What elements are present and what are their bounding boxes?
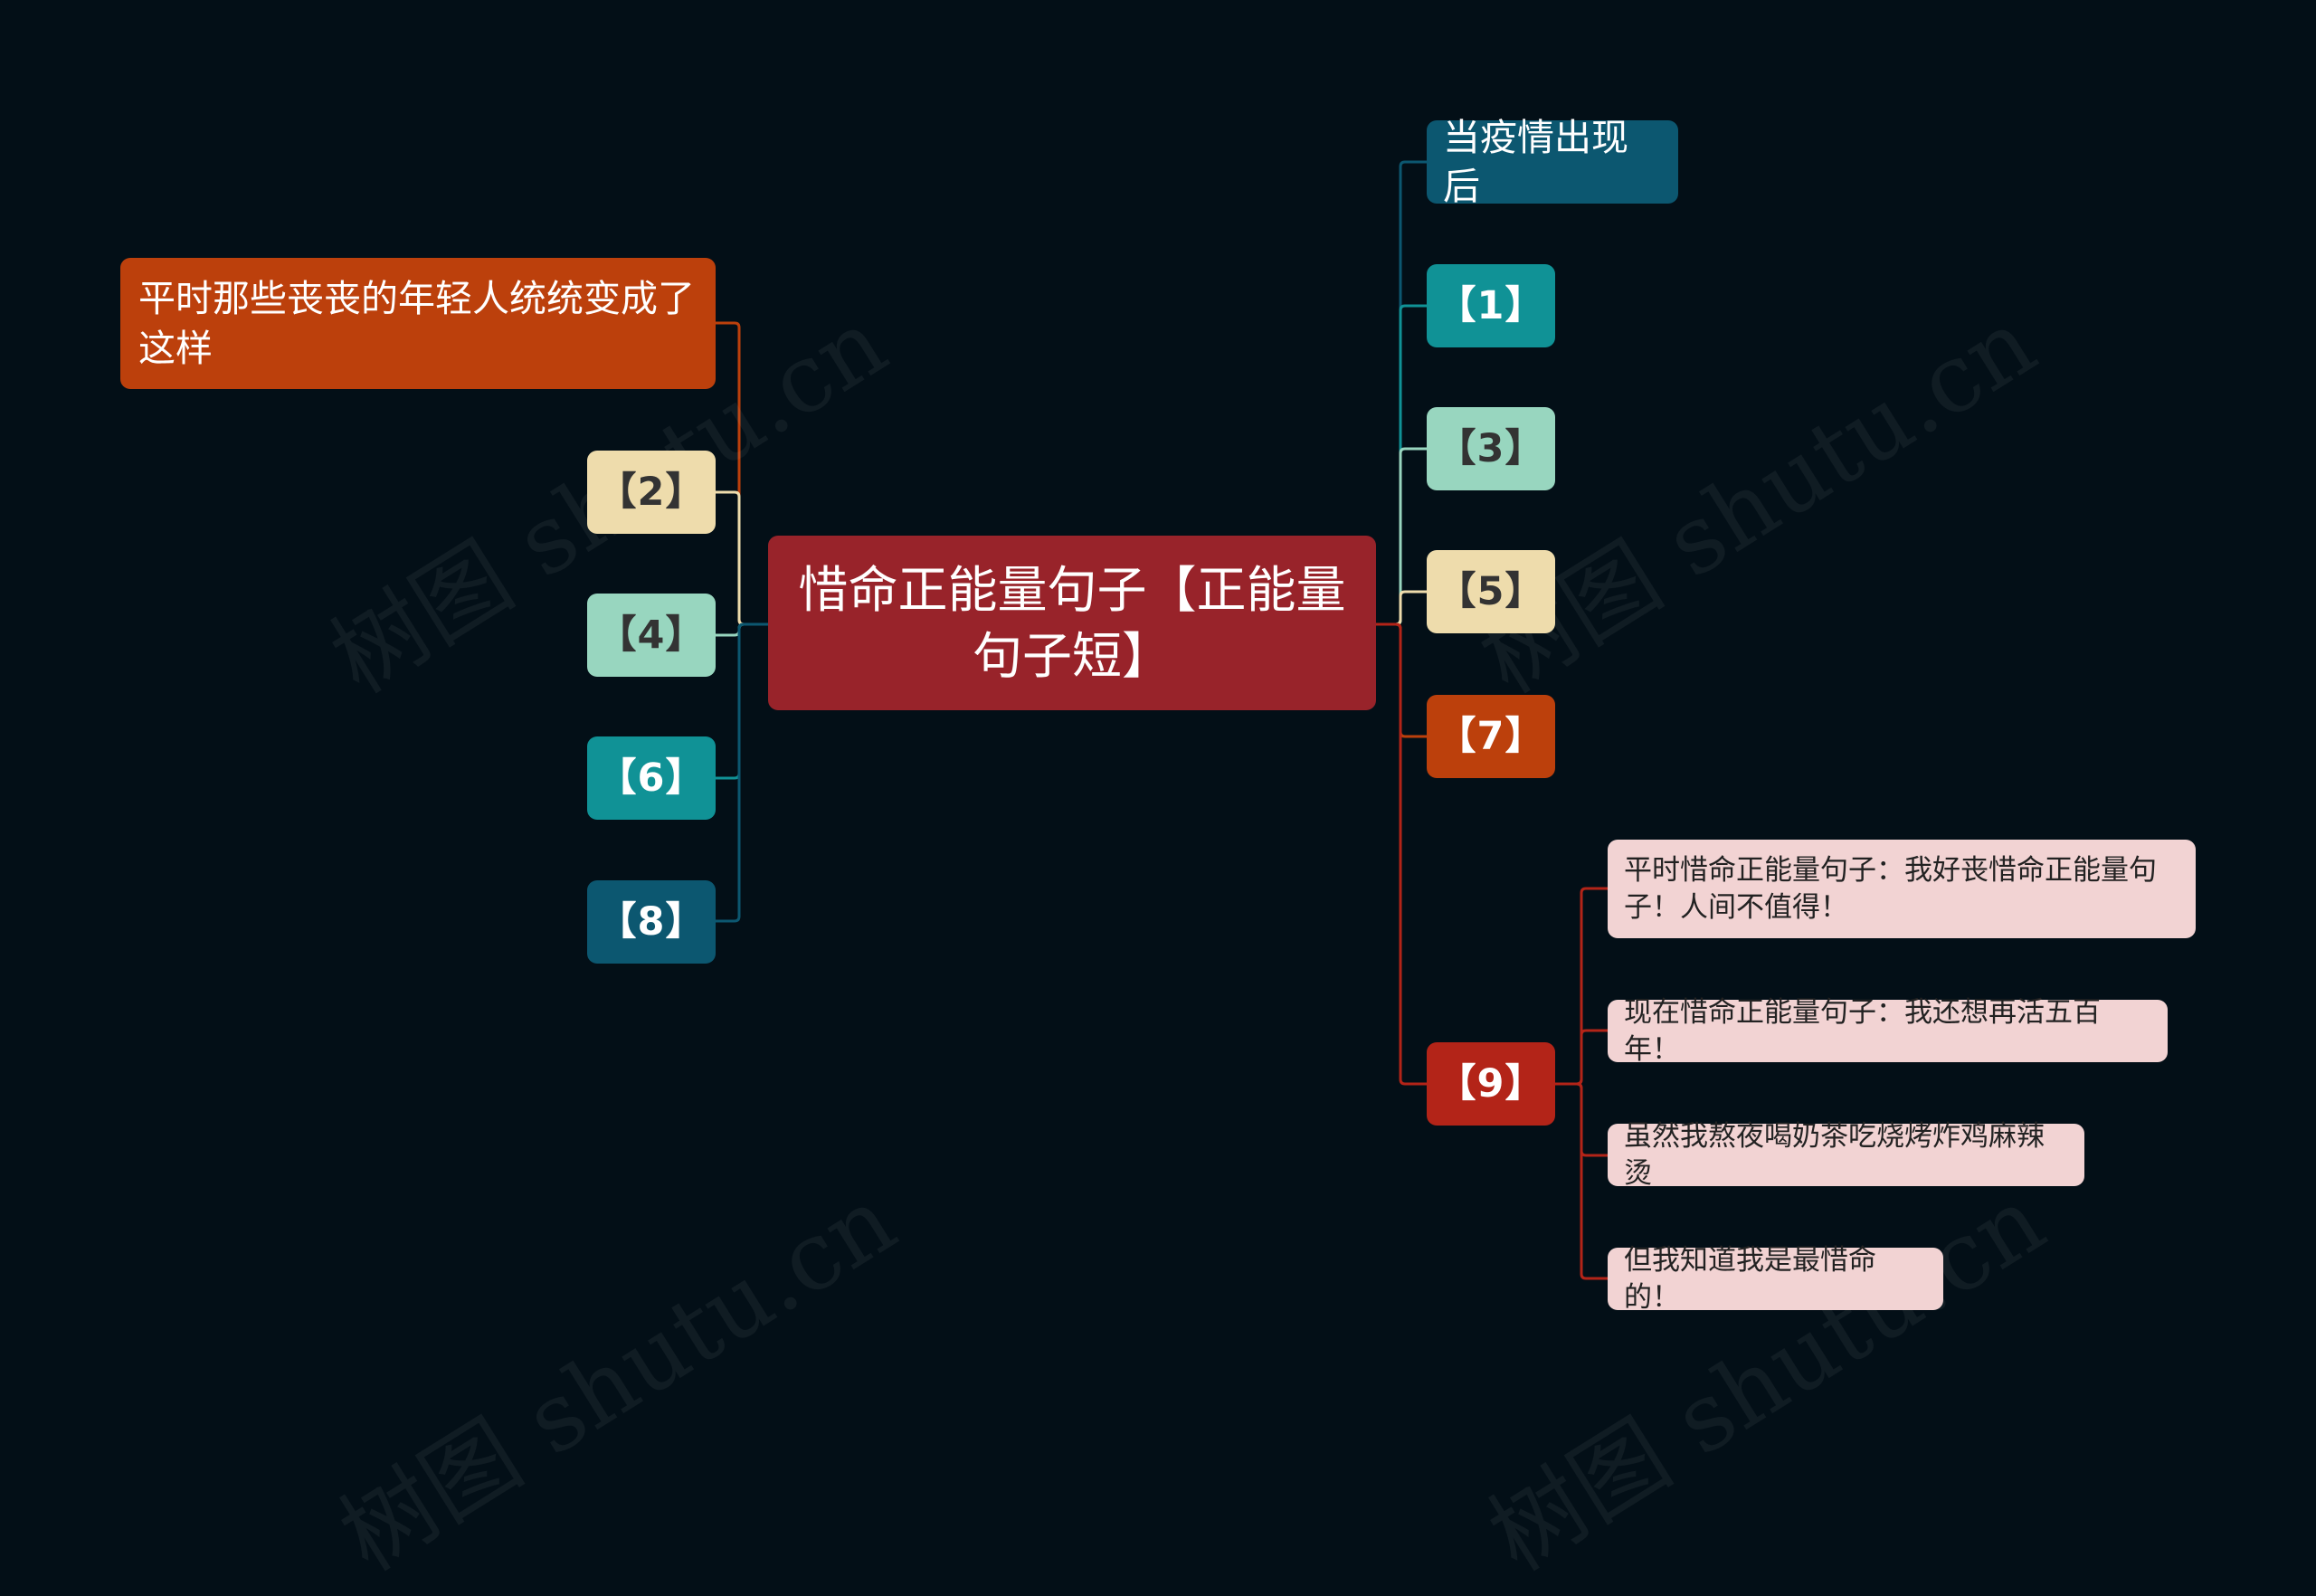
left-topic-node[interactable]: 平时那些丧丧的年轻人统统变成了这样: [120, 258, 716, 389]
link-leaf-2: [1553, 1029, 1609, 1086]
tag-node-3[interactable]: 【3】: [1427, 407, 1555, 490]
link-right-9: [1374, 622, 1429, 1086]
leaf-node-2[interactable]: 现在惜命正能量句子：我还想再活五百年！: [1608, 996, 2168, 1066]
leaf-node-1[interactable]: 平时惜命正能量句子：我好丧惜命正能量句子！人间不值得！: [1608, 840, 2196, 938]
link-right-5: [1374, 590, 1429, 626]
tag-node-8[interactable]: 【8】: [587, 880, 716, 964]
tag-node-2[interactable]: 【2】: [587, 451, 716, 534]
tag-node-5[interactable]: 【5】: [1427, 550, 1555, 633]
root-node[interactable]: 惜命正能量句子【正能量句子短】: [768, 536, 1376, 710]
link-left-2: [714, 490, 770, 626]
leaf-node-4[interactable]: 但我知道我是最惜命的！: [1608, 1244, 1943, 1314]
link-left-6: [714, 622, 770, 780]
tag-node-9[interactable]: 【9】: [1427, 1042, 1555, 1126]
connector-lines: [714, 160, 1609, 1280]
link-leaf-4: [1553, 1082, 1609, 1280]
mind-map-canvas: 树图 shutu.cn 树图 shutu.cn 树图 shutu.cn 树图 s…: [120, 116, 2196, 1592]
tag-node-4[interactable]: 【4】: [587, 594, 716, 677]
link-left-8: [714, 622, 770, 923]
tag-node-1[interactable]: 【1】: [1427, 264, 1555, 347]
right-topic-node[interactable]: 当疫情出现后: [1427, 116, 1678, 208]
tag-node-6[interactable]: 【6】: [587, 736, 716, 820]
tag-node-7[interactable]: 【7】: [1427, 695, 1555, 778]
leaf-node-3[interactable]: 虽然我熬夜喝奶茶吃烧烤炸鸡麻辣烫: [1608, 1120, 2084, 1190]
